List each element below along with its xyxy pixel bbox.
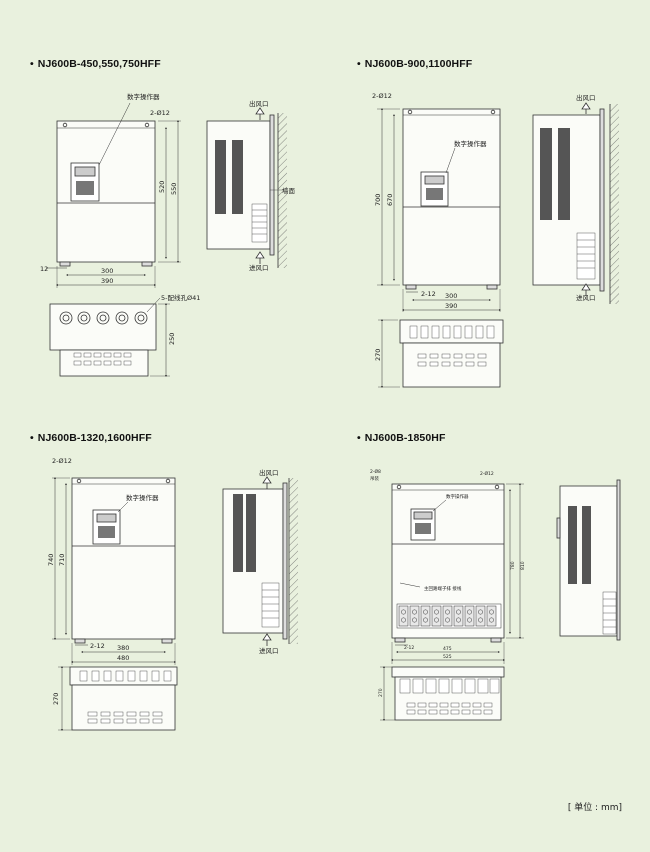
front-view-3 xyxy=(71,477,176,640)
dim-width-outer: 480 xyxy=(117,654,129,662)
wall-label: 墙面 xyxy=(282,186,296,195)
hole-label: 2-Ø12 xyxy=(372,92,392,100)
dim-depth: 270 xyxy=(52,693,60,705)
inlet-label: 进风口 xyxy=(249,264,269,272)
dim-width-inner: 380 xyxy=(117,644,129,652)
unit-note: [ 单位 : mm] xyxy=(567,803,622,813)
drawing-1 xyxy=(46,102,287,377)
outlet-label: 出风口 xyxy=(576,93,596,102)
hole-2-12-label: 2-12 xyxy=(421,290,436,298)
dim-width-inner: 300 xyxy=(101,267,113,275)
bullet: • xyxy=(30,432,34,444)
hole-label: 2-Ø12 xyxy=(52,457,72,465)
hole-2-12-label: 2-12 xyxy=(90,642,105,650)
dim-depth: 270 xyxy=(374,349,382,361)
hole-label: 2-Ø12 xyxy=(480,470,494,477)
inlet-label: 进风口 xyxy=(259,647,279,655)
outlet-label: 出风口 xyxy=(249,99,269,108)
hole-2d8-label: 2-Ø8 xyxy=(370,468,381,475)
drawing-4 xyxy=(380,479,621,721)
front-view-2 xyxy=(402,108,501,286)
dim-depth: 270 xyxy=(378,688,384,697)
bullet: • xyxy=(357,58,361,70)
terminal-note-label: 主回路端子排 接线 xyxy=(424,585,462,592)
dim-width-outer: 390 xyxy=(101,277,113,285)
drawing-3-labels: 数字操作器 2-Ø12 出风口 进风口 2-12 740 710 380 480… xyxy=(47,457,279,705)
keypad-label: 数字操作器 xyxy=(126,493,159,502)
wiring-hole-label: 5-配线孔Ø41 xyxy=(161,293,200,302)
inlet-label: 进风口 xyxy=(576,294,596,302)
dim-height-outer: 700 xyxy=(374,194,382,206)
hole-label: 2-Ø12 xyxy=(150,109,170,117)
drawing-4-labels: 数字操作器 主回路端子排 接线 2-Ø8 吊装 2-Ø12 2-12 780 8… xyxy=(370,468,526,697)
title-text: NJ600B-1320,1600HFF xyxy=(37,432,152,444)
bottom-view-1 xyxy=(49,303,157,351)
drawing-3 xyxy=(52,476,298,731)
hoist-label: 吊装 xyxy=(370,475,379,482)
drawing-2-labels: 数字操作器 2-Ø12 出风口 进风口 2-12 700 670 300 390… xyxy=(372,92,596,361)
dim-height-outer: 810 xyxy=(520,561,526,570)
title-model-3: •NJ600B-1320,1600HFF xyxy=(30,432,152,444)
title-text: NJ600B-900,1100HFF xyxy=(364,58,473,70)
keypad-label: 数字操作器 xyxy=(446,493,469,500)
bottom-view-4 xyxy=(391,666,505,678)
dim-height-outer: 740 xyxy=(47,554,55,566)
bullet: • xyxy=(30,58,34,70)
drawing-2 xyxy=(377,102,619,388)
dim-width-outer: 525 xyxy=(443,654,452,660)
bullet: • xyxy=(357,432,361,444)
title-text: NJ600B-1850HF xyxy=(364,432,446,444)
dim-height-inner: 520 xyxy=(158,181,166,193)
dim-width-outer: 390 xyxy=(445,302,457,310)
dim-height-inner: 710 xyxy=(58,554,66,566)
dim-margin: 12 xyxy=(40,265,48,273)
title-model-2: •NJ600B-900,1100HFF xyxy=(357,58,472,70)
dim-height-outer: 550 xyxy=(170,183,178,195)
dim-depth: 250 xyxy=(168,333,176,345)
title-model-4: •NJ600B-1850HF xyxy=(357,432,445,444)
outlet-label: 出风口 xyxy=(259,468,279,477)
title-model-1: •NJ600B-450,550,750HFF xyxy=(30,58,161,70)
hole-2-12-label: 2-12 xyxy=(404,645,414,651)
dim-height-inner: 780 xyxy=(510,561,516,570)
keypad-label: 数字操作器 xyxy=(127,92,160,101)
drawing-1-labels: 数字操作器 2-Ø12 出风口 进风口 墙面 5-配线孔Ø41 520 550 … xyxy=(40,92,296,345)
dim-width-inner: 475 xyxy=(443,646,452,652)
dim-width-inner: 300 xyxy=(445,292,457,300)
title-text: NJ600B-450,550,750HFF xyxy=(37,58,161,70)
keypad-label: 数字操作器 xyxy=(454,139,487,148)
dim-height-inner: 670 xyxy=(386,194,394,206)
